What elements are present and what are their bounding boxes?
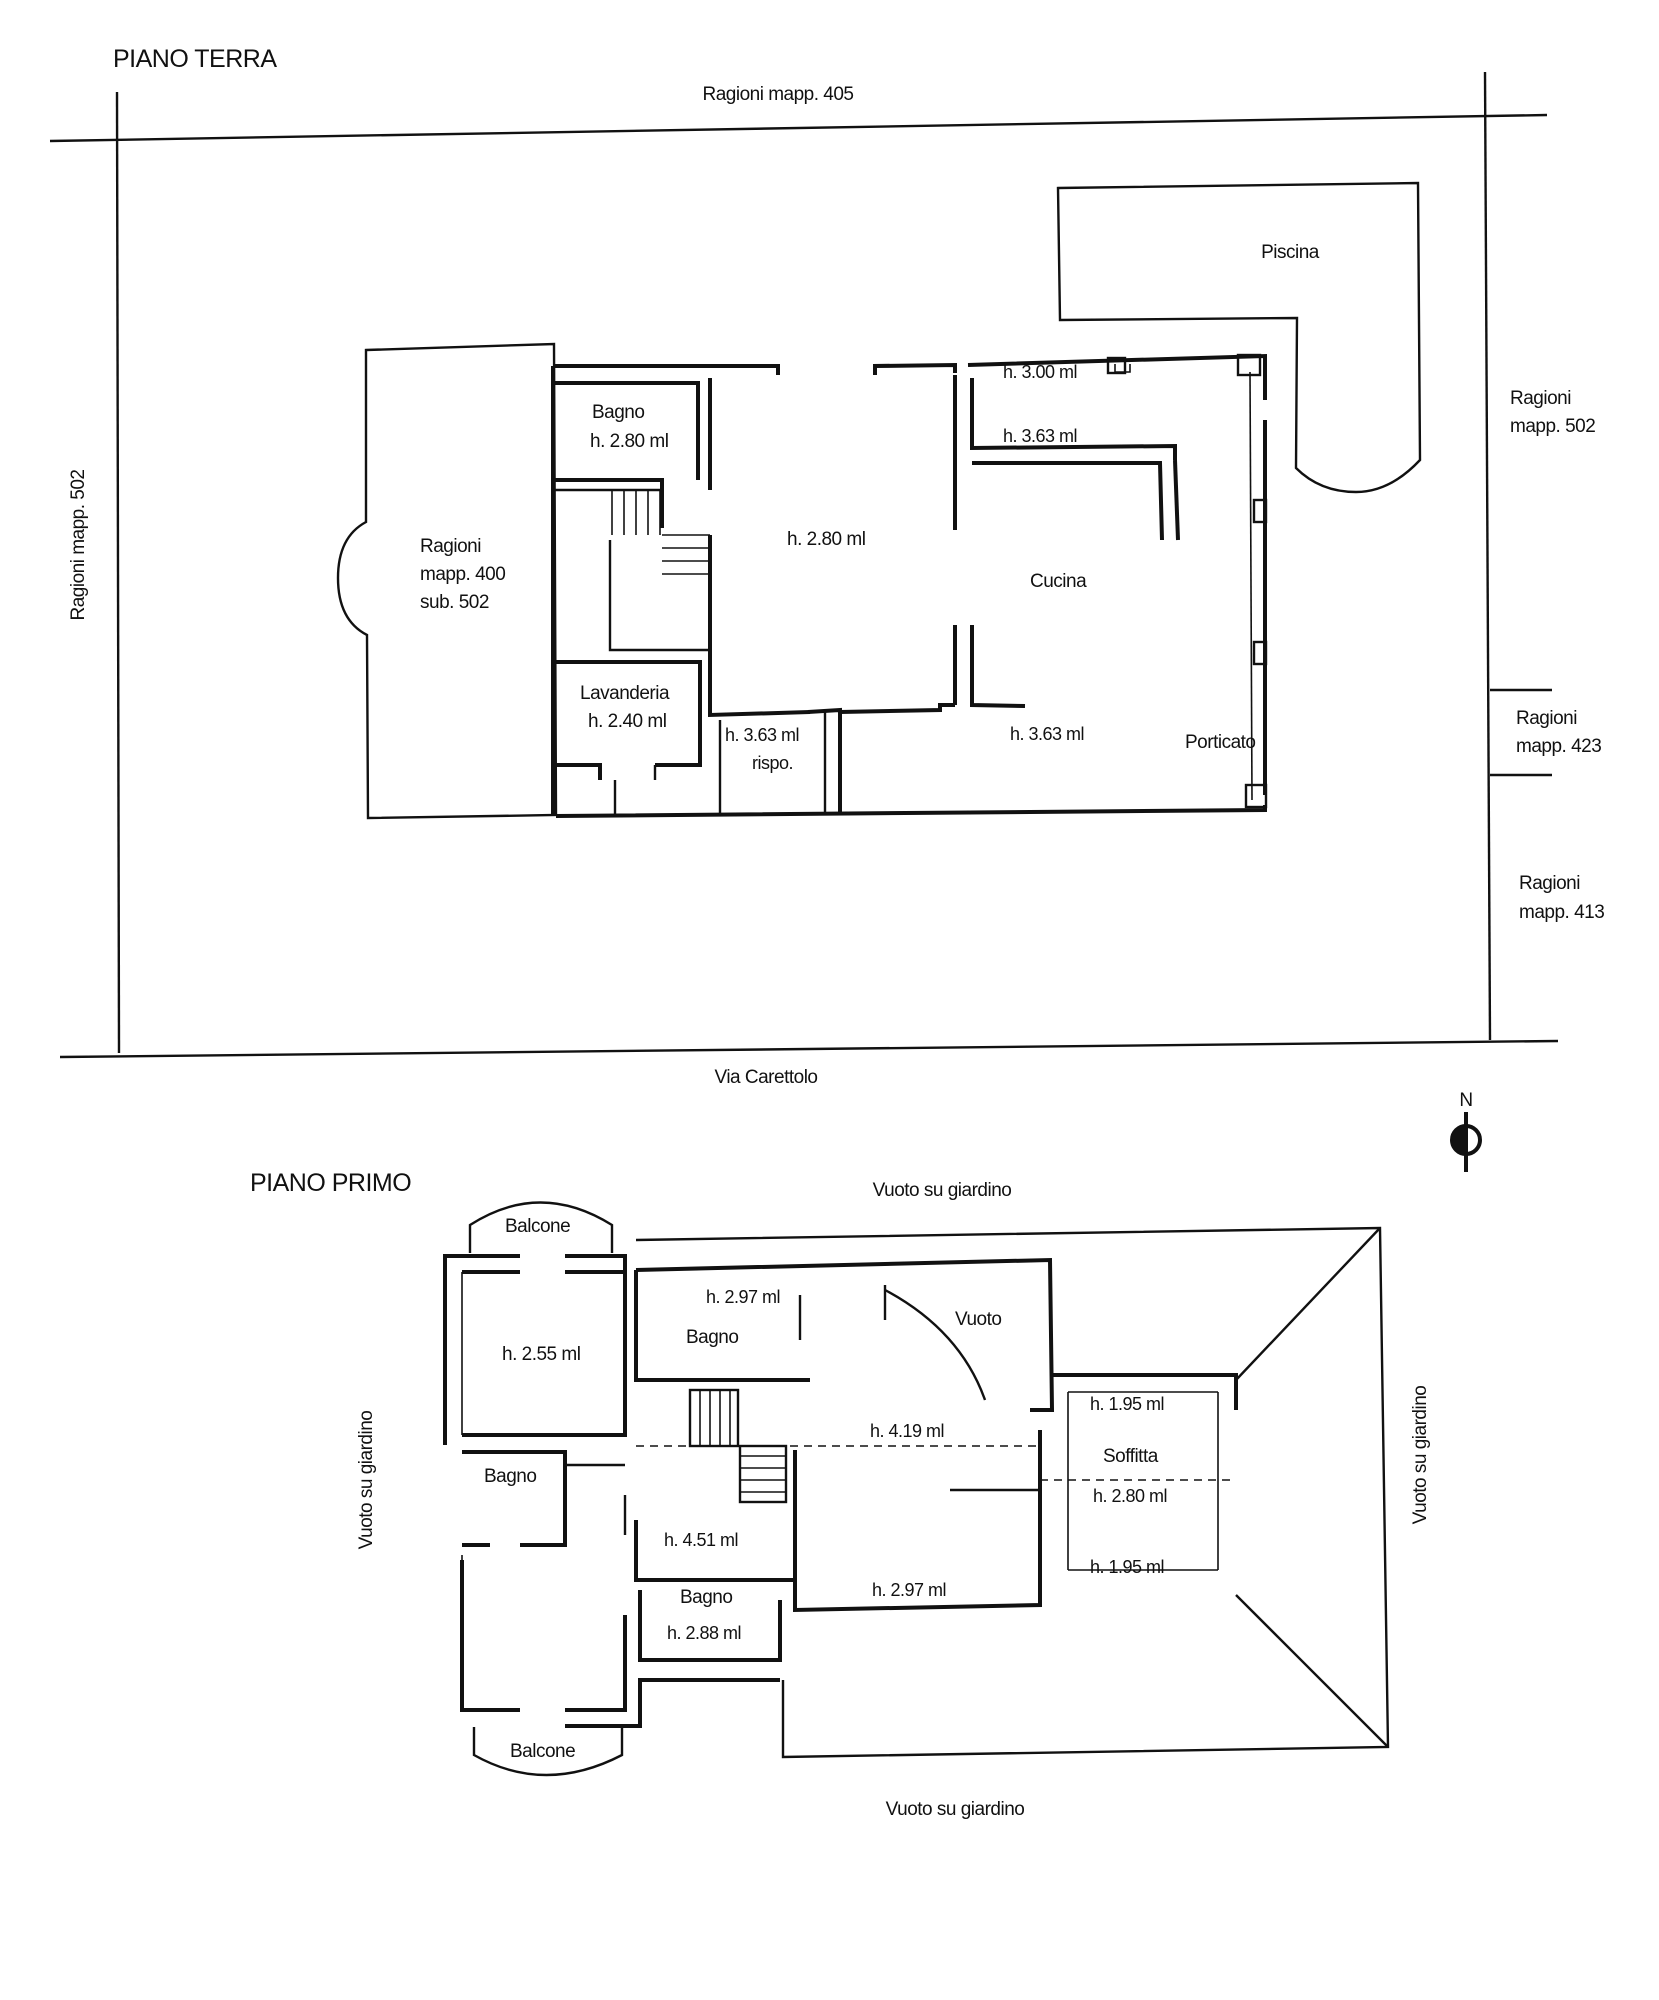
living-room-height: h. 2.80 ml <box>787 529 865 550</box>
neighbor-left-label: Ragioni mapp. 502 <box>68 470 89 621</box>
lot-boundary <box>49 71 1559 1059</box>
annex-label-line-3: sub. 502 <box>420 592 489 613</box>
neighbor-right-3-line-2: mapp. 413 <box>1519 902 1604 923</box>
porch-column <box>1252 640 1268 666</box>
top-balcony-label: Balcone <box>505 1216 570 1237</box>
neighbor-right-2-line-2: mapp. 423 <box>1516 736 1601 757</box>
roof-outline <box>635 1226 1390 1759</box>
upper-bath-label: Bagno <box>686 1327 738 1348</box>
porch-column <box>1236 353 1262 377</box>
corridor-height: h. 4.19 ml <box>870 1421 944 1441</box>
lower-bath-label: Bagno <box>680 1587 732 1608</box>
neighbor-right-3-line-1: Ragioni <box>1519 873 1580 894</box>
left-bath-label: Bagno <box>484 1466 536 1487</box>
stair-height: h. 4.51 ml <box>664 1530 738 1550</box>
height-bottom-label: h. 3.63 ml <box>1010 724 1084 744</box>
void-door-arc <box>884 1288 987 1401</box>
neighbor-top-label: Ragioni mapp. 405 <box>703 84 854 105</box>
laundry-label: Lavanderia <box>580 683 670 704</box>
upper-bath-height: h. 2.97 ml <box>706 1287 780 1307</box>
porch-column <box>1252 498 1268 524</box>
ground-bath-height: h. 2.80 ml <box>590 431 668 452</box>
void-bottom-label: Vuoto su giardino <box>886 1799 1025 1820</box>
first-floor-plan: PIANO PRIMO Vuoto su giardino Vuoto su g… <box>250 1169 1431 1820</box>
pool-label: Piscina <box>1261 242 1320 263</box>
height-top-label: h. 3.00 ml <box>1003 362 1077 382</box>
laundry-height: h. 2.40 ml <box>588 711 666 732</box>
neighbor-right-1-line-2: mapp. 502 <box>1510 416 1595 437</box>
kitchen-label: Cucina <box>1030 571 1087 592</box>
void-left-label: Vuoto su giardino <box>356 1411 377 1550</box>
attic-height-mid: h. 2.80 ml <box>1093 1486 1167 1506</box>
neighbor-right-1-line-1: Ragioni <box>1510 388 1571 409</box>
attic-label: Soffitta <box>1103 1446 1159 1467</box>
storage-height: h. 3.63 ml <box>725 725 799 745</box>
annex-label-line-1: Ragioni <box>420 536 481 557</box>
ground-bath-label: Bagno <box>592 402 644 423</box>
void-right-label: Vuoto su giardino <box>1410 1386 1431 1525</box>
attic-height-top: h. 1.95 ml <box>1090 1394 1164 1414</box>
street-label: Via Carettolo <box>715 1067 818 1088</box>
bottom-balcony-label: Balcone <box>510 1741 575 1762</box>
storage-note: rispo. <box>752 753 793 773</box>
ground-floor-title: PIANO TERRA <box>113 45 277 73</box>
north-arrow-icon: N <box>1450 1090 1482 1172</box>
pool-outline <box>1056 181 1422 494</box>
room-lower-height: h. 2.97 ml <box>872 1580 946 1600</box>
porch-column <box>1244 783 1268 809</box>
first-floor-walls <box>443 1254 1238 1728</box>
north-label: N <box>1459 1090 1472 1111</box>
annex-outline <box>336 342 558 820</box>
top-balcony <box>468 1201 614 1253</box>
ground-floor-walls <box>551 353 1268 818</box>
neighbor-right-2-line-1: Ragioni <box>1516 708 1577 729</box>
bottom-balcony <box>472 1727 624 1777</box>
porch-label: Porticato <box>1185 732 1255 753</box>
ground-floor-plan: PIANO TERRA Ragioni mapp. 405 Ragioni ma… <box>49 45 1605 1088</box>
lower-bath-height: h. 2.88 ml <box>667 1623 741 1643</box>
first-floor-title: PIANO PRIMO <box>250 1169 411 1197</box>
height-mid-label: h. 3.63 ml <box>1003 426 1077 446</box>
ground-stair-treads <box>611 490 710 575</box>
room-upper-height: h. 2.55 ml <box>502 1344 580 1365</box>
annex-label-line-2: mapp. 400 <box>420 564 505 585</box>
void-label: Vuoto <box>955 1309 1001 1330</box>
porch-column <box>1106 356 1127 375</box>
attic-height-bottom: h. 1.95 ml <box>1090 1557 1164 1577</box>
void-top-label: Vuoto su giardino <box>873 1180 1012 1201</box>
